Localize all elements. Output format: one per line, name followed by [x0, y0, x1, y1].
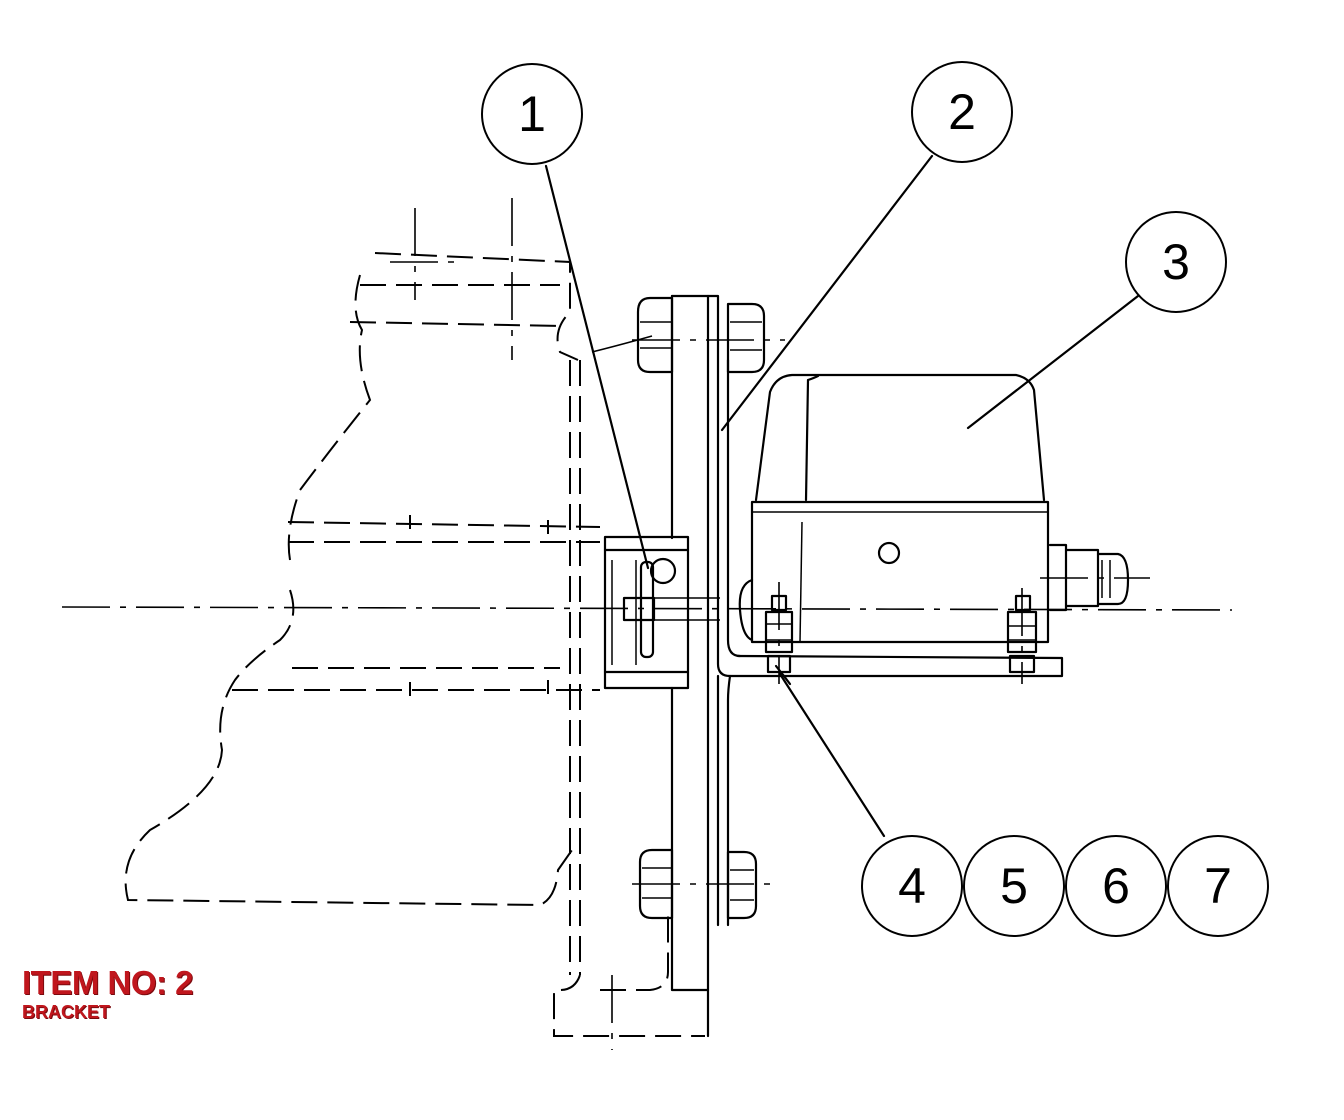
balloon-7: 7	[1167, 835, 1269, 937]
item-number-label: ITEM NO: 2	[22, 964, 194, 1001]
balloon-3: 3	[1125, 211, 1227, 313]
balloon-2-label: 2	[948, 84, 976, 140]
leader-lines	[544, 154, 1140, 838]
balloon-5-label: 5	[1000, 858, 1028, 914]
balloon-4: 4	[861, 835, 963, 937]
balloon-1: 1	[481, 63, 583, 165]
balloon-6: 6	[1065, 835, 1167, 937]
item-caption: ITEM NO: 2 BRACKET	[22, 964, 194, 1022]
bottom-bolt	[638, 848, 758, 992]
balloon-3-label: 3	[1162, 234, 1190, 290]
mounting-screws	[764, 582, 1038, 684]
balloon-1-label: 1	[518, 86, 546, 142]
switch-box	[738, 373, 1150, 644]
item-description-label: BRACKET	[22, 1002, 110, 1022]
balloon-7-label: 7	[1204, 858, 1232, 914]
balloon-2: 2	[911, 61, 1013, 163]
shaft-hub	[603, 535, 720, 690]
balloon-5: 5	[963, 835, 1065, 937]
center-lines	[61, 198, 1233, 1050]
balloon-4-label: 4	[898, 858, 926, 914]
balloon-6-label: 6	[1102, 858, 1130, 914]
housing-outline	[124, 252, 705, 1037]
top-bolt	[636, 296, 766, 374]
